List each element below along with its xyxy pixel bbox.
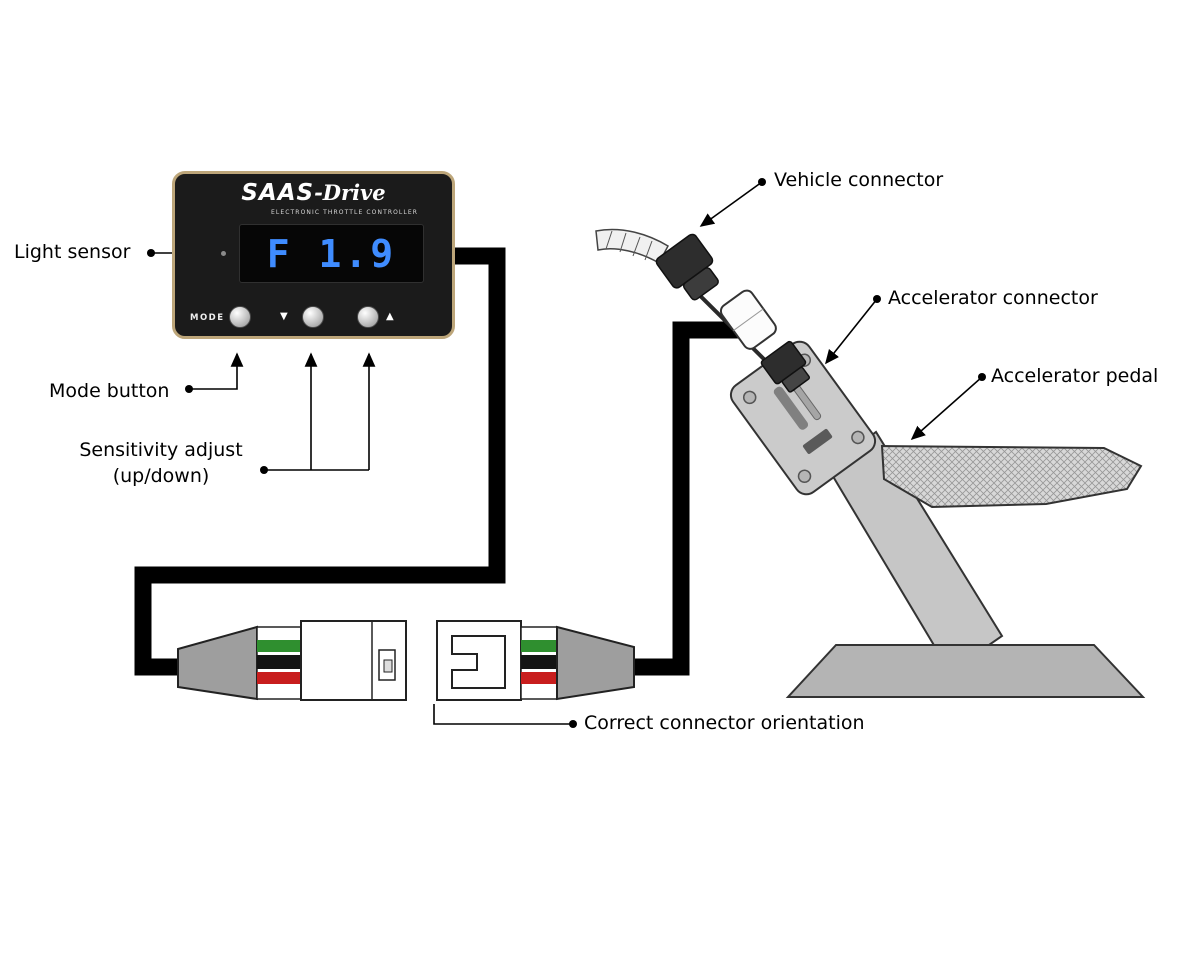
light-sensor-label: Light sensor (14, 241, 131, 263)
left-wire-black (257, 655, 301, 669)
sensitivity-down-button (302, 306, 324, 328)
accelerator-pedal-graphic (729, 340, 1146, 698)
pedal-base (785, 644, 1146, 698)
harness-inline-plug (719, 289, 777, 350)
vehicle-connector-label: Vehicle connector (774, 169, 944, 191)
orientation-leader (433, 704, 573, 725)
callout-lines (147, 178, 986, 728)
connector-chain-graphic (595, 228, 810, 393)
accel-connector-leader (825, 298, 878, 365)
mode-leader (189, 352, 244, 390)
device-display: F 1.9 (239, 224, 424, 283)
device-logo: SAAS-Drive (175, 180, 452, 206)
harness-cable-left (134, 247, 506, 676)
down-triangle-icon: ▼ (280, 311, 288, 322)
accel-pedal-leader (910, 376, 983, 441)
correct-orientation-label: Correct connector orientation (584, 712, 865, 734)
left-wire-green (257, 640, 301, 652)
brand-logo: SAAS (241, 180, 315, 206)
left-connector-boot (177, 625, 258, 701)
product-name: -Drive (314, 180, 386, 205)
left-wire-red (257, 672, 301, 684)
sensitivity-adjust-line1: Sensitivity adjust (79, 439, 243, 461)
up-triangle-icon: ▲ (386, 311, 394, 322)
device-subtitle: ELECTRONIC THROTTLE CONTROLLER (271, 209, 418, 216)
right-wire-green (521, 640, 557, 652)
sensitivity-adjust-label: Sensitivity adjust (up/down) (58, 437, 264, 489)
right-connector-boot (556, 625, 635, 701)
mode-button-callout-label: Mode button (49, 380, 170, 402)
sensitivity-adjust-line2: (up/down) (112, 465, 210, 487)
light-sensor-leader-dot (147, 249, 155, 257)
accelerator-pedal-label: Accelerator pedal (991, 365, 1159, 387)
vehicle-connector-plug (655, 233, 719, 301)
right-inline-connector (436, 620, 635, 701)
pedal-pad (880, 444, 1143, 509)
vehicle-leader (699, 181, 763, 227)
throttle-controller-device: SAAS-Drive ELECTRONIC THROTTLE CONTROLLE… (172, 171, 455, 339)
mode-button (229, 306, 251, 328)
mode-button-label: MODE (190, 313, 225, 323)
accelerator-connector-label: Accelerator connector (888, 287, 1098, 309)
light-sensor-dot (221, 251, 226, 256)
right-wire-black (521, 655, 557, 669)
accelerator-connector-plug (760, 340, 810, 393)
left-inline-connector (177, 620, 407, 701)
right-connector-keyway (451, 635, 506, 689)
sensitivity-up-button (357, 306, 379, 328)
harness-cable-right (628, 321, 745, 676)
right-wire-red (521, 672, 557, 684)
